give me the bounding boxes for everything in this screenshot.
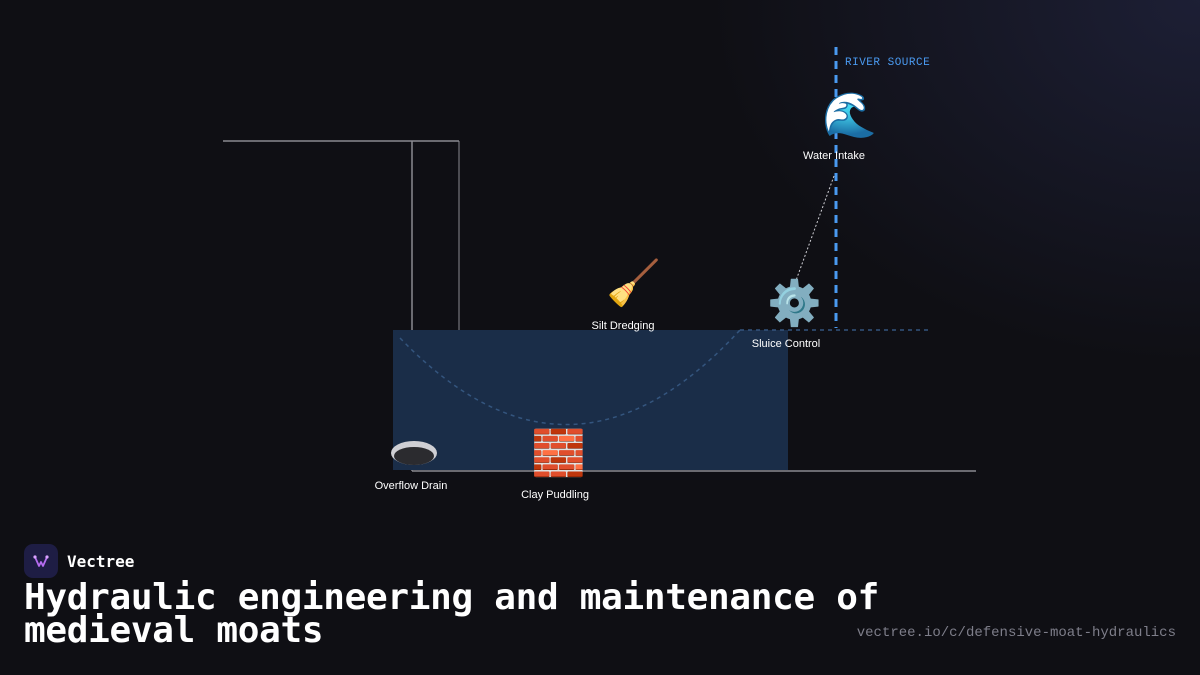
gear-icon: ⚙️ [767, 279, 822, 328]
brand: Vectree [24, 544, 134, 578]
overflow-drain-label: Overflow Drain [374, 480, 448, 492]
sluice-control-label: Sluice Control [751, 338, 821, 350]
water-intake-label: Water Intake [803, 150, 865, 162]
source-url: vectree.io/c/defensive-moat-hydraulics [856, 625, 1176, 641]
silt-dredging-label: Silt Dredging [591, 320, 655, 332]
wave-icon: 🌊 [822, 91, 877, 140]
drain-hole-icon [391, 441, 437, 465]
vectree-logo-icon [24, 544, 58, 578]
river-source-label: RIVER SOURCE [845, 57, 931, 69]
page-title: Hydraulic engineering and maintenance of… [24, 577, 879, 651]
intake-connector [793, 175, 835, 287]
moat-water [393, 330, 788, 470]
clay-puddling-label: Clay Puddling [521, 489, 589, 501]
broom-icon: 🧹 [606, 259, 661, 308]
brick-icon: 🧱 [531, 429, 586, 478]
brand-name: Vectree [67, 551, 135, 571]
